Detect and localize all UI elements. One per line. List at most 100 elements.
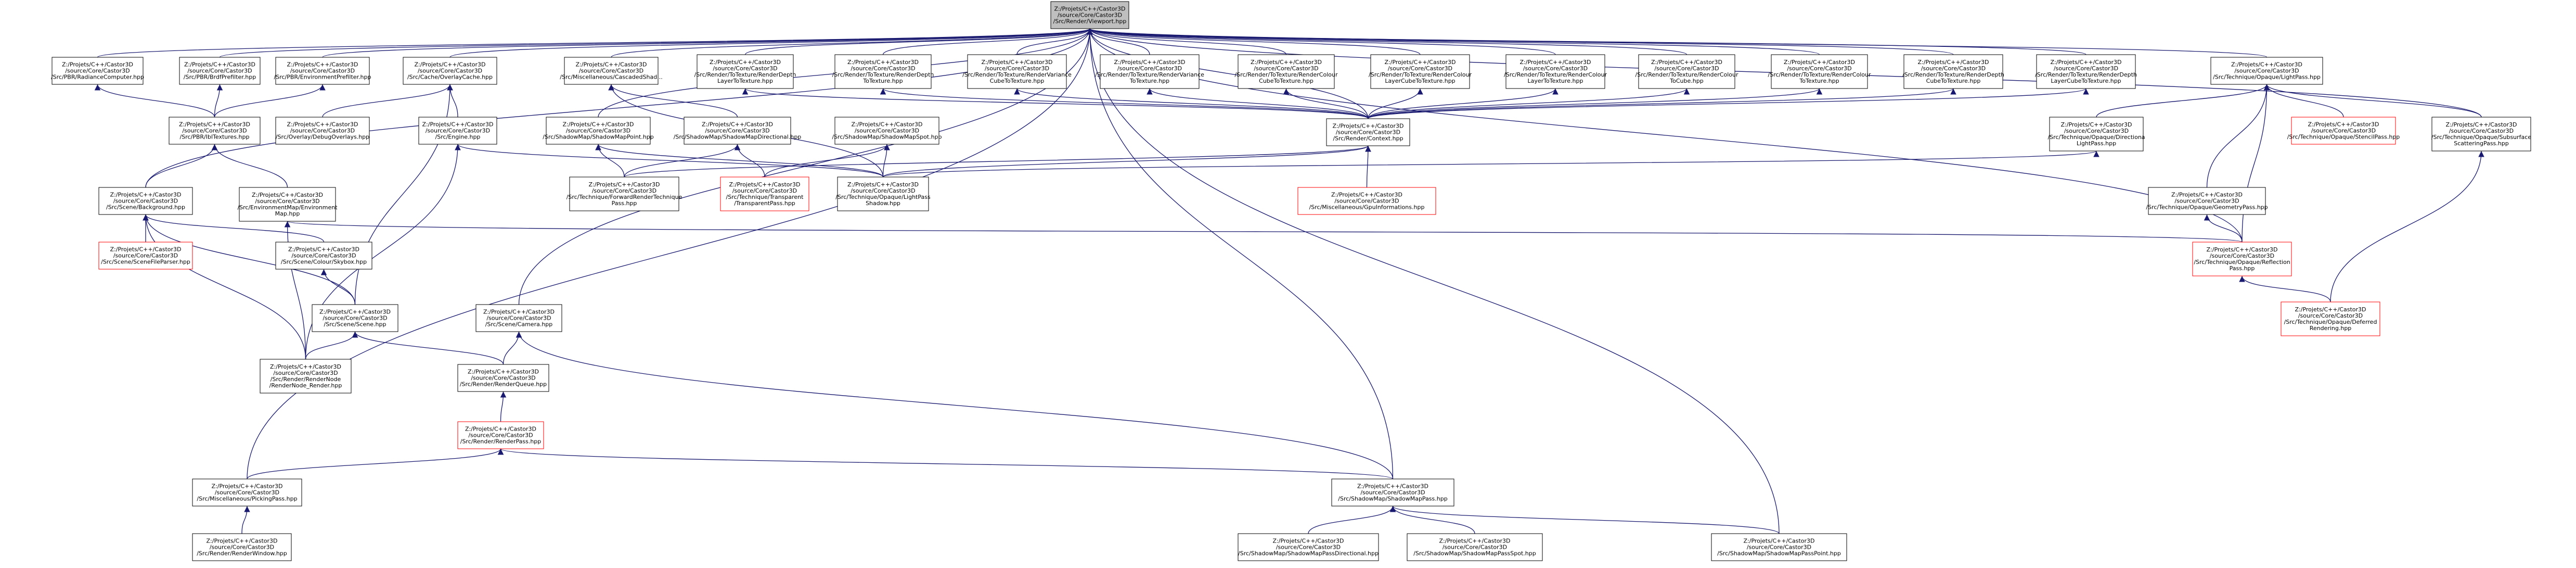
graph-node[interactable]: Z:/Projets/C++/Castor3D/source/Core/Cast…: [98, 187, 193, 215]
root-node[interactable]: Z:/Projets/C++/Castor3D/source/Core/Cast…: [1050, 1, 1129, 29]
graph-node[interactable]: Z:/Projets/C++/Castor3D/source/Core/Cast…: [2047, 117, 2145, 152]
node-box: [312, 304, 398, 332]
graph-node[interactable]: Z:/Projets/C++/Castor3D/source/Core/Cast…: [1238, 533, 1379, 561]
edge-root-to-n_rt_colcubelayer: [1087, 28, 1421, 55]
node-box: [418, 117, 497, 145]
graph-node[interactable]: Z:/Projets/C++/Castor3D/source/Core/Cast…: [832, 117, 942, 145]
node-label-line: Z:/Projets/C++/Castor3D: [319, 309, 391, 315]
graph-node[interactable]: Z:/Projets/C++/Castor3D/source/Core/Cast…: [1504, 54, 1607, 89]
node-label-line: Z:/Projets/C++/Castor3D: [710, 59, 781, 66]
graph-node[interactable]: Z:/Projets/C++/Castor3D/source/Core/Cast…: [566, 176, 682, 211]
node-label-line: /source/Core/Castor3D: [291, 253, 356, 259]
node-label-line: /source/Core/Castor3D: [985, 65, 1049, 72]
graph-node[interactable]: Z:/Projets/C++/Castor3D/source/Core/Cast…: [51, 57, 144, 85]
edge-n_pbr_envpref-to-n_ibltex: [214, 84, 326, 118]
node-label-line: /source/Core/Castor3D: [579, 68, 643, 74]
node-label-line: /Src/Render/ToTexture/RenderDepth: [832, 71, 934, 78]
graph-node[interactable]: Z:/Projets/C++/Castor3D/source/Core/Cast…: [1235, 54, 1338, 89]
graph-node[interactable]: Z:/Projets/C++/Castor3D/source/Core/Cast…: [237, 187, 338, 222]
graph-node[interactable]: Z:/Projets/C++/Castor3D/source/Core/Cast…: [560, 57, 663, 85]
graph-node[interactable]: Z:/Projets/C++/Castor3D/source/Core/Cast…: [694, 54, 796, 89]
node-box: [967, 54, 1067, 89]
edge-root-to-n_smpass: [1087, 28, 1394, 479]
graph-node[interactable]: Z:/Projets/C++/Castor3D/source/Core/Cast…: [312, 304, 398, 332]
node-label-line: Z:/Projets/C++/Castor3D: [847, 59, 919, 66]
graph-node[interactable]: Z:/Projets/C++/Castor3D/source/Core/Cast…: [1407, 533, 1543, 561]
edge-n_smspot-to-n_transp: [764, 144, 890, 178]
node-label-line: /source/Core/Castor3D: [1360, 489, 1425, 496]
graph-node[interactable]: Z:/Projets/C++/Castor3D/source/Core/Cast…: [835, 176, 931, 211]
graph-node[interactable]: Z:/Projets/C++/Castor3D/source/Core/Cast…: [1331, 478, 1454, 507]
edge-n_smpoint-to-n_fwdtech: [595, 144, 625, 178]
graph-node[interactable]: Z:/Projets/C++/Castor3D/source/Core/Cast…: [832, 54, 934, 89]
graph-node[interactable]: Z:/Projets/C++/Castor3D/source/Core/Cast…: [275, 117, 370, 145]
graph-node[interactable]: Z:/Projets/C++/Castor3D/source/Core/Cast…: [418, 117, 497, 145]
graph-node[interactable]: Z:/Projets/C++/Castor3D/source/Core/Cast…: [1369, 54, 1472, 89]
graph-node[interactable]: Z:/Projets/C++/Castor3D/source/Core/Cast…: [403, 57, 497, 85]
node-label-line: Z:/Projets/C++/Castor3D: [1357, 483, 1428, 490]
edge-n_rt_col2cube-to-n_rendercontext: [1368, 88, 1690, 119]
graph-node[interactable]: Z:/Projets/C++/Castor3D/source/Core/Cast…: [275, 242, 372, 270]
graph-node[interactable]: Z:/Projets/C++/Castor3D/source/Core/Cast…: [179, 57, 261, 85]
graph-node[interactable]: Z:/Projets/C++/Castor3D/source/Core/Cast…: [1095, 54, 1204, 89]
node-label-line: Z:/Projets/C++/Castor3D: [2171, 192, 2243, 198]
node-label-line: LightPass.hpp: [2077, 140, 2116, 147]
node-label-line: /source/Core/Castor3D: [471, 375, 535, 382]
edge-root-to-n_rt_depth: [882, 28, 1093, 55]
graph-node[interactable]: Z:/Projets/C++/Castor3D/source/Core/Cast…: [2210, 57, 2323, 85]
edge-n_geompass-to-n_reflection: [2204, 214, 2243, 243]
graph-node[interactable]: Z:/Projets/C++/Castor3D/source/Core/Cast…: [192, 478, 302, 507]
edge-n_rt_varcube-to-n_rendercontext: [1014, 88, 1369, 119]
node-label-line: /source/Core/Castor3D: [1747, 544, 1811, 551]
node-label-line: /Src/Technique/Opaque/Deferred: [2284, 319, 2377, 325]
graph-node[interactable]: Z:/Projets/C++/Castor3D/source/Core/Cast…: [457, 364, 549, 392]
graph-node[interactable]: Z:/Projets/C++/Castor3D/source/Core/Cast…: [1902, 54, 2004, 89]
graph-node[interactable]: Z:/Projets/C++/Castor3D/source/Core/Cast…: [720, 176, 809, 211]
graph-node[interactable]: Z:/Projets/C++/Castor3D/source/Core/Cast…: [2287, 117, 2400, 145]
node-label-line: Z:/Projets/C++/Castor3D: [2061, 121, 2132, 128]
edge-n_camera-to-n_renderqueue: [503, 331, 522, 365]
graph-node[interactable]: Z:/Projets/C++/Castor3D/source/Core/Cast…: [260, 359, 352, 394]
graph-node[interactable]: Z:/Projets/C++/Castor3D/source/Core/Cast…: [2192, 242, 2292, 276]
graph-node[interactable]: Z:/Projets/C++/Castor3D/source/Core/Cast…: [1635, 54, 1738, 89]
node-label-line: Z:/Projets/C++/Castor3D: [982, 59, 1053, 66]
graph-node[interactable]: Z:/Projets/C++/Castor3D/source/Core/Cast…: [1297, 187, 1436, 215]
node-label-line: /Src/ShadowMap/ShadowMapSpot.hpp: [832, 134, 942, 141]
node-label-line: /Src/Render/ToTexture/RenderColour: [1768, 71, 1871, 78]
edge-n_pbr_rad-to-n_ibltex: [94, 84, 215, 118]
node-label-line: /Src/PBR/EnvironmentPrefilter.hpp: [274, 74, 371, 81]
node-box: [2291, 117, 2396, 145]
edge-n_smpoint-to-n_lpshadow: [595, 144, 884, 178]
edge-n_renderqueue-to-n_renderpass: [500, 391, 507, 422]
node-label-line: /source/Core/Castor3D: [851, 65, 915, 72]
graph-node[interactable]: Z:/Projets/C++/Castor3D/source/Core/Cast…: [2281, 301, 2380, 336]
graph-node[interactable]: Z:/Projets/C++/Castor3D/source/Core/Cast…: [543, 117, 654, 145]
node-label-line: /source/Core/Castor3D: [255, 198, 319, 205]
node-box: [2148, 187, 2266, 215]
node-label-line: /source/Core/Castor3D: [1276, 544, 1341, 551]
graph-node[interactable]: Z:/Projets/C++/Castor3D/source/Core/Cast…: [1711, 533, 1847, 561]
node-label-line: /Src/Technique/Opaque/LightPass.hpp: [2213, 74, 2321, 81]
node-label-line: /Src/Cache/OverlayCache.hpp: [407, 74, 493, 81]
graph-node[interactable]: Z:/Projets/C++/Castor3D/source/Core/Cast…: [1326, 118, 1410, 146]
graph-node[interactable]: Z:/Projets/C++/Castor3D/source/Core/Cast…: [475, 304, 562, 332]
node-label-line: Z:/Projets/C++/Castor3D: [2308, 121, 2379, 128]
graph-node[interactable]: Z:/Projets/C++/Castor3D/source/Core/Cast…: [2035, 54, 2137, 89]
graph-node[interactable]: Z:/Projets/C++/Castor3D/source/Core/Cast…: [674, 117, 802, 145]
graph-node[interactable]: Z:/Projets/C++/Castor3D/source/Core/Cast…: [2431, 117, 2531, 152]
node-box: [275, 242, 372, 270]
graph-node[interactable]: Z:/Projets/C++/Castor3D/source/Core/Cast…: [192, 533, 292, 561]
graph-node[interactable]: Z:/Projets/C++/Castor3D/source/Core/Cast…: [1768, 54, 1871, 89]
node-box: [2192, 242, 2292, 276]
graph-node[interactable]: Z:/Projets/C++/Castor3D/source/Core/Cast…: [962, 54, 1072, 89]
graph-node[interactable]: Z:/Projets/C++/Castor3D/source/Core/Cast…: [457, 421, 544, 449]
graph-node[interactable]: Z:/Projets/C++/Castor3D/source/Core/Cast…: [2146, 187, 2268, 215]
edge-n_rt_colcubelayer-to-n_rendercontext: [1368, 88, 1423, 119]
graph-node[interactable]: Z:/Projets/C++/Castor3D/source/Core/Cast…: [98, 242, 193, 270]
edge-n_rendercontext-to-n_ogldefs: [1365, 145, 1371, 188]
node-label-line: Z:/Projets/C++/Castor3D: [847, 181, 919, 188]
node-label-line: /source/Core/Castor3D: [323, 315, 387, 322]
node-box: [1326, 118, 1410, 146]
graph-node[interactable]: Z:/Projets/C++/Castor3D/source/Core/Cast…: [274, 57, 371, 85]
graph-node[interactable]: Z:/Projets/C++/Castor3D/source/Core/Cast…: [169, 117, 261, 145]
